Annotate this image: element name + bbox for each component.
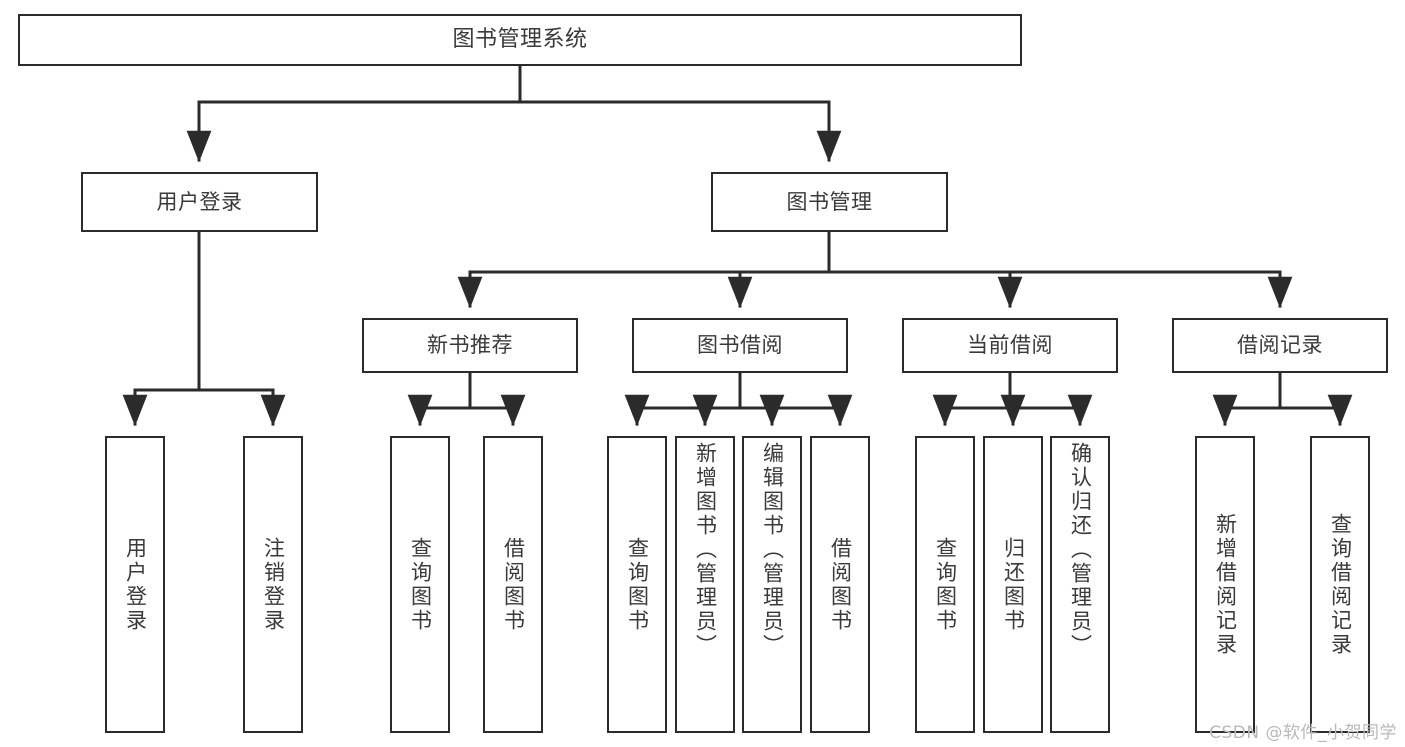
leaf-book-borrow-borrow[interactable]: 借阅图书: [810, 436, 870, 733]
leaf-book-borrow-add[interactable]: 新增图书（管理员）: [675, 436, 735, 733]
leaf-book-borrow-search[interactable]: 查询图书: [607, 436, 667, 733]
leaf-book-borrow-edit[interactable]: 编辑图书（管理员）: [742, 436, 802, 733]
leaf-new-book-search[interactable]: 查询图书: [390, 436, 450, 733]
leaf-current-borrow-confirm[interactable]: 确认归还（管理员）: [1050, 436, 1110, 733]
node-current-borrow[interactable]: 当前借阅: [902, 318, 1118, 373]
node-book-management-label: 图书管理: [786, 189, 873, 214]
leaf-new-book-borrow-label: 借阅图书: [501, 536, 526, 633]
leaf-current-borrow-search-label: 查询图书: [933, 536, 958, 633]
node-root-label: 图书管理系统: [452, 27, 588, 53]
node-user-login[interactable]: 用户登录: [81, 172, 318, 232]
leaf-current-borrow-confirm-label: 确认归还（管理员）: [1068, 442, 1093, 658]
node-current-borrow-label: 当前借阅: [967, 333, 1053, 358]
leaf-current-borrow-return[interactable]: 归还图书: [983, 436, 1043, 733]
node-new-book-recommend-label: 新书推荐: [427, 333, 513, 358]
leaf-user-login-login-label: 用户登录: [123, 536, 148, 633]
leaf-borrow-record-add[interactable]: 新增借阅记录: [1195, 436, 1255, 733]
leaf-current-borrow-return-label: 归还图书: [1001, 536, 1026, 633]
leaf-new-book-borrow[interactable]: 借阅图书: [483, 436, 543, 733]
node-borrow-record-label: 借阅记录: [1237, 333, 1323, 358]
leaf-book-borrow-add-label: 新增图书（管理员）: [693, 442, 718, 658]
leaf-user-login-logout[interactable]: 注销登录: [243, 436, 303, 733]
csdn-watermark: CSDN @软件_小贺同学: [1209, 723, 1397, 743]
node-root-system[interactable]: 图书管理系统: [18, 14, 1022, 66]
leaf-user-login-login[interactable]: 用户登录: [105, 436, 165, 733]
node-book-management[interactable]: 图书管理: [711, 172, 948, 232]
node-book-borrow[interactable]: 图书借阅: [632, 318, 848, 373]
node-borrow-record[interactable]: 借阅记录: [1172, 318, 1388, 373]
node-new-book-recommend[interactable]: 新书推荐: [362, 318, 578, 373]
leaf-book-borrow-edit-label: 编辑图书（管理员）: [760, 442, 785, 658]
leaf-borrow-record-search[interactable]: 查询借阅记录: [1310, 436, 1370, 733]
leaf-current-borrow-search[interactable]: 查询图书: [915, 436, 975, 733]
leaf-borrow-record-add-label: 新增借阅记录: [1213, 512, 1238, 657]
leaf-new-book-search-label: 查询图书: [408, 536, 433, 633]
leaf-book-borrow-search-label: 查询图书: [625, 536, 650, 633]
node-book-borrow-label: 图书借阅: [697, 333, 783, 358]
leaf-user-login-logout-label: 注销登录: [261, 536, 286, 633]
leaf-book-borrow-borrow-label: 借阅图书: [828, 536, 853, 633]
node-user-login-label: 用户登录: [156, 189, 243, 214]
leaf-borrow-record-search-label: 查询借阅记录: [1328, 512, 1353, 657]
